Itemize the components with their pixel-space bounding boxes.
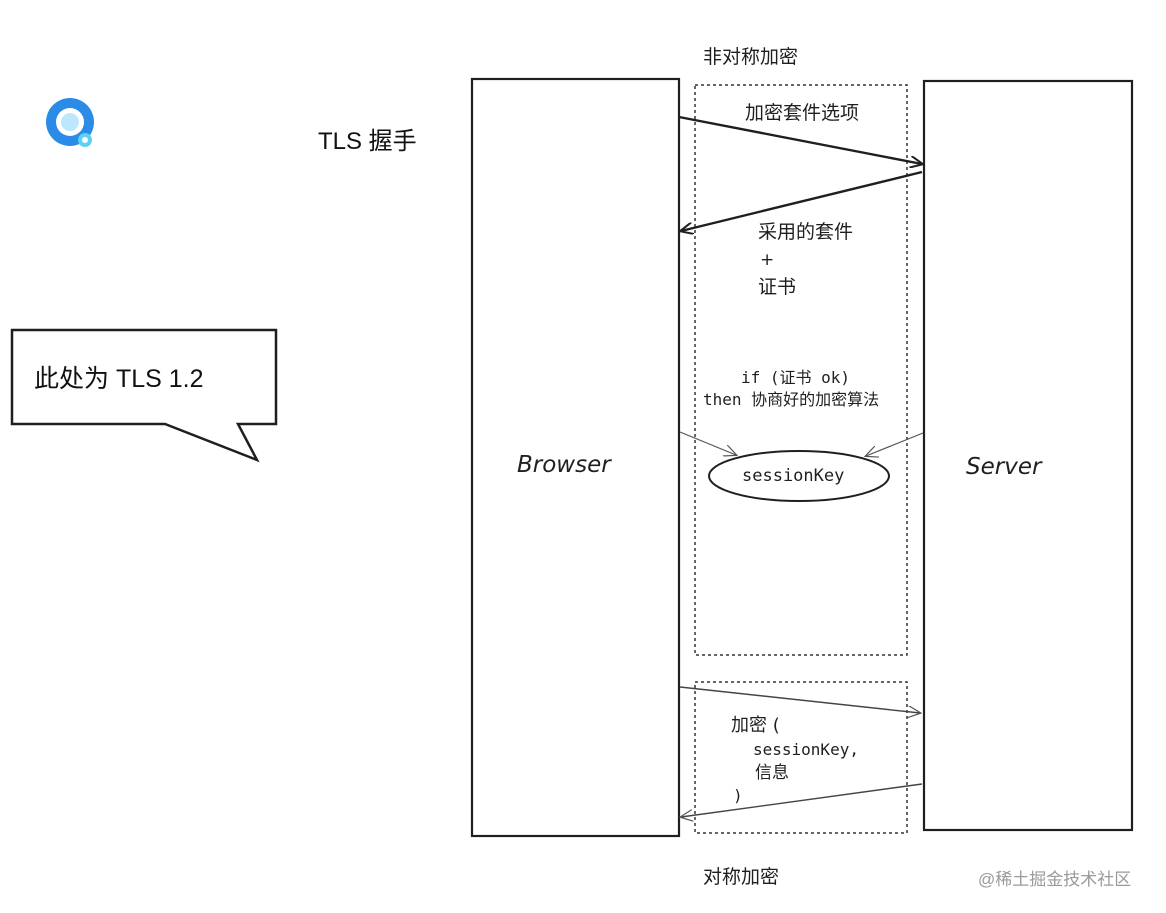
arrow-encrypted-to-browser — [681, 783, 923, 817]
arrow-chosen-suite — [681, 170, 923, 231]
diagram-title: TLS 握手 — [318, 128, 417, 155]
arrow-browser-to-key — [679, 431, 736, 455]
condition-then: then 协商好的加密算法 — [703, 390, 879, 409]
msg-cert: 证书 — [758, 276, 796, 298]
msg-chosen-suite: 采用的套件 — [758, 221, 853, 243]
arrow-cipher-options — [678, 115, 922, 164]
server-lane — [922, 79, 1134, 832]
enc-line-3: 信息 — [755, 763, 789, 783]
server-label: Server — [966, 454, 1043, 480]
symmetric-label: 对称加密 — [703, 866, 779, 888]
msg-cipher-options: 加密套件选项 — [745, 102, 859, 124]
enc-line-2: sessionKey, — [753, 740, 859, 759]
app-logo-icon — [46, 98, 94, 147]
condition-if: if (证书 ok) — [741, 368, 850, 387]
asymmetric-label: 非对称加密 — [703, 46, 798, 68]
callout-bubble: 此处为 TLS 1.2 — [10, 328, 278, 463]
session-key-label: sessionKey — [742, 466, 844, 486]
arrow-encrypted-to-server — [679, 686, 920, 713]
enc-line-4: ) — [733, 786, 743, 805]
symmetric-box — [694, 681, 908, 834]
browser-lane — [470, 77, 681, 838]
session-key-node — [708, 450, 890, 502]
enc-line-1: 加密 ( — [731, 715, 780, 736]
browser-label: Browser — [517, 452, 612, 478]
callout-text: 此处为 TLS 1.2 — [34, 365, 204, 393]
watermark: @稀土掘金技术社区 — [978, 870, 1131, 889]
asymmetric-box — [694, 84, 908, 656]
arrow-server-to-key — [866, 432, 924, 456]
msg-plus: + — [760, 250, 774, 270]
